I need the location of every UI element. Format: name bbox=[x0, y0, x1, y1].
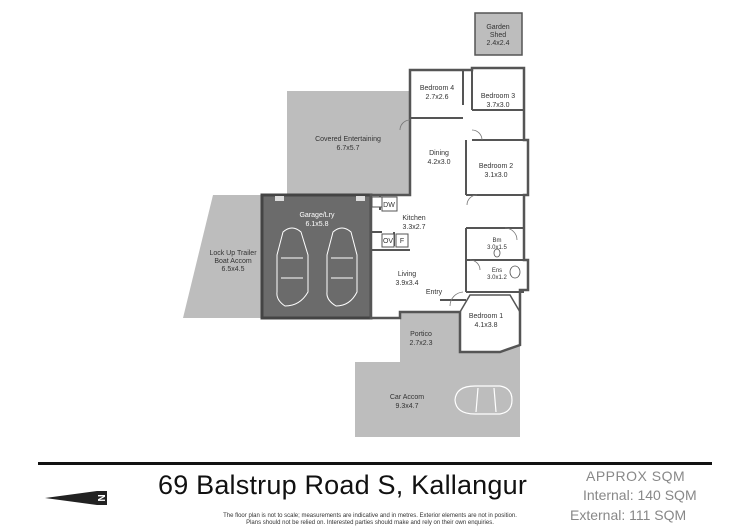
covered-entertaining-size: 6.7x5.7 bbox=[337, 145, 360, 152]
car-icon bbox=[454, 385, 513, 415]
portico-area bbox=[400, 312, 460, 362]
living-size: 3.9x3.4 bbox=[396, 280, 419, 287]
garage-fixture-icon bbox=[356, 196, 365, 201]
dw-label: DW bbox=[383, 202, 395, 209]
bay-window bbox=[459, 294, 521, 345]
bedroom1-size: 4.1x3.8 bbox=[475, 322, 498, 329]
footer-divider bbox=[38, 462, 712, 465]
north-arrow-icon: N bbox=[45, 491, 107, 505]
bedroom3-size: 3.7x3.0 bbox=[487, 102, 510, 109]
ensuite-size: 3.0x1.2 bbox=[487, 275, 507, 281]
bathroom-label: Bm bbox=[493, 238, 502, 244]
disclaimer-line-1: The floor plan is not to scale; measurem… bbox=[223, 513, 517, 519]
disclaimer: The floor plan is not to scale; measurem… bbox=[150, 513, 590, 527]
dining-size: 4.2x3.0 bbox=[428, 159, 451, 166]
car-icon bbox=[326, 227, 358, 307]
garden-shed-label-2: Shed bbox=[490, 32, 506, 39]
garden-shed-size: 2.4x2.4 bbox=[487, 40, 510, 47]
covered-entertaining-area bbox=[287, 91, 410, 196]
north-letter: N bbox=[95, 494, 106, 501]
entry-label: Entry bbox=[426, 289, 443, 296]
garage-size: 6.1x5.8 bbox=[306, 221, 329, 228]
covered-entertaining-label: Covered Entertaining bbox=[315, 136, 381, 143]
garage-label: Garage/Lry bbox=[299, 212, 335, 219]
dining-label: Dining bbox=[429, 150, 449, 157]
lock-up-trailer-area bbox=[183, 195, 262, 318]
ov-label: OV bbox=[383, 238, 393, 245]
lock-up-size: 6.5x4.5 bbox=[222, 266, 245, 273]
bedroom4-label: Bedroom 4 bbox=[420, 85, 454, 92]
portico-size: 2.7x2.3 bbox=[410, 340, 433, 347]
bedroom3-label: Bedroom 3 bbox=[481, 93, 515, 100]
basin-icon bbox=[493, 248, 501, 258]
oven-box bbox=[381, 233, 395, 248]
lock-up-label: Lock Up Trailer bbox=[209, 250, 257, 257]
car-icon bbox=[276, 227, 309, 307]
fridge-box bbox=[395, 233, 409, 248]
disclaimer-line-2: Plans should not be relied on. Intereste… bbox=[246, 520, 494, 526]
car-accom-size: 9.3x4.7 bbox=[396, 403, 419, 410]
kitchen-label: Kitchen bbox=[402, 215, 425, 222]
living-label: Living bbox=[398, 271, 416, 278]
portico-label: Portico bbox=[410, 331, 432, 338]
ensuite-label: Ens bbox=[492, 268, 502, 274]
door-swings bbox=[399, 119, 518, 307]
property-address: 69 Balstrup Road S, Kallangur bbox=[158, 470, 528, 500]
garage-fixture-icon bbox=[275, 196, 284, 201]
f-label: F bbox=[400, 238, 404, 245]
lock-up-label-2: Boat Accom bbox=[214, 258, 252, 265]
external-area: External: 111 SQM bbox=[570, 507, 687, 523]
garden-shed-area bbox=[474, 12, 523, 56]
bedroom2-label: Bedroom 2 bbox=[479, 163, 513, 170]
internal-area: Internal: 140 SQM bbox=[583, 487, 697, 503]
bedroom4-size: 2.7x2.6 bbox=[426, 94, 449, 101]
car-accom-label: Car Accom bbox=[390, 394, 424, 401]
bedroom1-label: Bedroom 1 bbox=[469, 313, 503, 320]
garden-shed-label: Garden bbox=[486, 24, 509, 31]
kitchen-size: 3.3x2.7 bbox=[403, 224, 426, 231]
bedroom2-size: 3.1x3.0 bbox=[485, 172, 508, 179]
toilet-icon bbox=[509, 265, 521, 279]
approx-sqm-heading: APPROX SQM bbox=[586, 468, 686, 484]
dishwasher-box bbox=[381, 196, 398, 212]
bathroom-size: 3.0x1.5 bbox=[487, 245, 507, 251]
